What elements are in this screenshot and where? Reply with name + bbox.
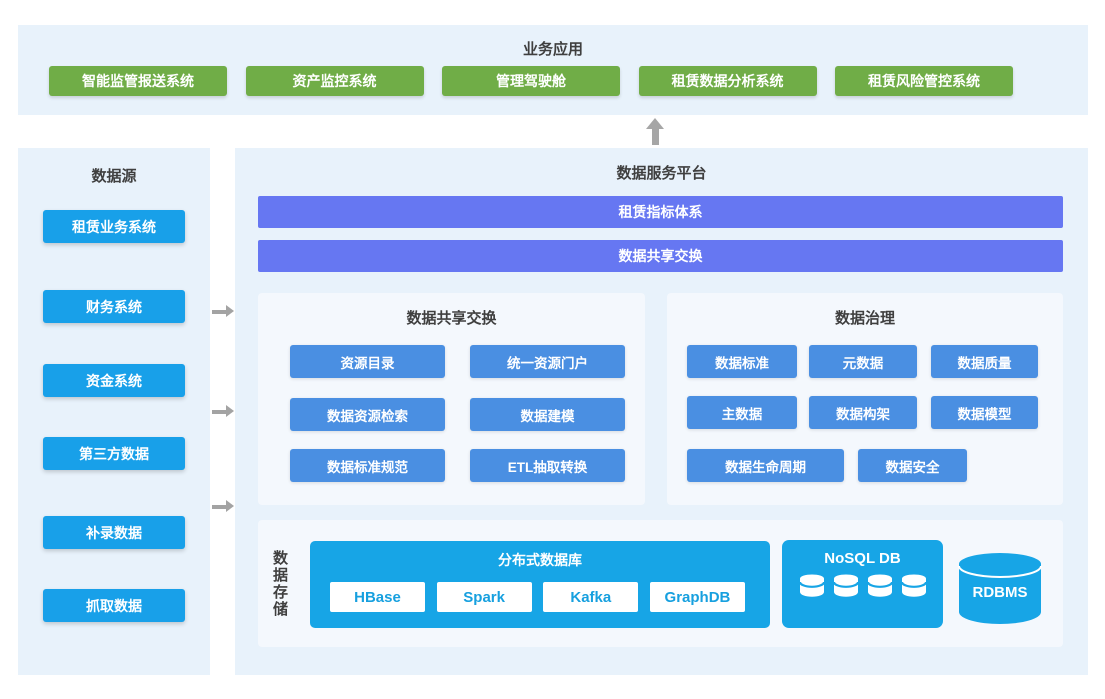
- database-cylinder-icon: [866, 574, 893, 597]
- nosql-cylinder-row: [782, 574, 943, 598]
- sharing-module-node: 数据资源检索: [290, 398, 445, 431]
- governance-module-node: 数据构架: [809, 396, 917, 429]
- sharing-title: 数据共享交换: [406, 310, 497, 327]
- data-sources-panel: 数据源 租赁业务系统 财务系统 资金系统 第三方数据 补录数据 抓取数据: [18, 148, 210, 675]
- rdbms-label: RDBMS: [972, 584, 1028, 601]
- business-app-node: 智能监管报送系统: [49, 66, 227, 96]
- data-sources-title: 数据源: [91, 168, 137, 185]
- rdbms-cylinder: RDBMS: [957, 552, 1043, 626]
- database-cylinder-icon: [798, 574, 825, 597]
- flow-arrow-icon: [212, 305, 234, 318]
- governance-module-node: 元数据: [809, 345, 917, 378]
- platform-layer-bar: 租赁指标体系: [258, 196, 1063, 228]
- database-cylinder-icon: [832, 574, 859, 597]
- distributed-db-title: 分布式数据库: [498, 552, 582, 568]
- governance-module-node: 数据质量: [931, 345, 1038, 378]
- data-source-node: 资金系统: [43, 364, 185, 397]
- data-source-node: 财务系统: [43, 290, 185, 323]
- storage-panel: 数据存储 分布式数据库 HBase Spark Kafka GraphDB No…: [258, 520, 1063, 647]
- governance-panel: 数据治理 数据标准 元数据 数据质量 主数据 数据构架 数据模型 数据生命周期 …: [667, 293, 1063, 505]
- platform-layer-bar: 数据共享交换: [258, 240, 1063, 272]
- db-engine-chip: GraphDB: [649, 582, 745, 612]
- rdbms-cylinder-icon: [958, 553, 1042, 624]
- up-arrow-head: [646, 118, 664, 129]
- up-arrow-stem: [651, 129, 659, 145]
- business-apps-row: 智能监管报送系统 资产监控系统 管理驾驶舱 租赁数据分析系统 租赁风险管控系统: [49, 66, 1013, 96]
- db-engine-row: HBase Spark Kafka GraphDB: [330, 582, 745, 612]
- business-app-node: 管理驾驶舱: [442, 66, 620, 96]
- db-engine-chip: Kafka: [543, 582, 639, 612]
- governance-module-node: 主数据: [687, 396, 797, 429]
- sharing-module-node: 数据标准规范: [290, 449, 445, 482]
- nosql-title: NoSQL DB: [824, 550, 901, 567]
- database-cylinder-icon: [900, 574, 927, 597]
- up-arrow-icon: [646, 118, 664, 145]
- platform-panel: 数据服务平台 租赁指标体系 数据共享交换 数据共享交换 资源目录 统一资源门户 …: [235, 148, 1088, 675]
- sharing-module-node: 资源目录: [290, 345, 445, 378]
- storage-label: 数据存储: [269, 520, 290, 647]
- sharing-module-node: ETL抽取转换: [470, 449, 625, 482]
- platform-title: 数据服务平台: [616, 165, 707, 182]
- business-apps-title: 业务应用: [522, 41, 583, 58]
- storage-label-text: 数据存储: [271, 549, 288, 618]
- governance-module-node: 数据安全: [858, 449, 967, 482]
- sharing-panel: 数据共享交换 资源目录 统一资源门户 数据资源检索 数据建模 数据标准规范 ET…: [258, 293, 645, 505]
- db-engine-chip: Spark: [436, 582, 532, 612]
- nosql-box: NoSQL DB: [782, 540, 943, 628]
- governance-module-node: 数据模型: [931, 396, 1038, 429]
- sharing-module-node: 数据建模: [470, 398, 625, 431]
- distributed-db-box: 分布式数据库 HBase Spark Kafka GraphDB: [310, 541, 770, 628]
- sharing-module-node: 统一资源门户: [470, 345, 625, 378]
- data-source-node: 补录数据: [43, 516, 185, 549]
- business-app-node: 租赁数据分析系统: [638, 66, 817, 96]
- governance-module-node: 数据生命周期: [687, 449, 844, 482]
- business-app-node: 租赁风险管控系统: [835, 66, 1013, 96]
- flow-arrow-icon: [212, 405, 234, 418]
- data-source-node: 抓取数据: [43, 589, 185, 622]
- flow-arrow-icon: [212, 500, 234, 513]
- governance-module-node: 数据标准: [687, 345, 797, 378]
- business-apps-panel: 业务应用 智能监管报送系统 资产监控系统 管理驾驶舱 租赁数据分析系统 租赁风险…: [18, 25, 1088, 115]
- data-source-node: 租赁业务系统: [43, 210, 185, 243]
- governance-title: 数据治理: [834, 310, 895, 327]
- data-source-node: 第三方数据: [43, 437, 185, 470]
- business-app-node: 资产监控系统: [245, 66, 424, 96]
- db-engine-chip: HBase: [330, 582, 425, 612]
